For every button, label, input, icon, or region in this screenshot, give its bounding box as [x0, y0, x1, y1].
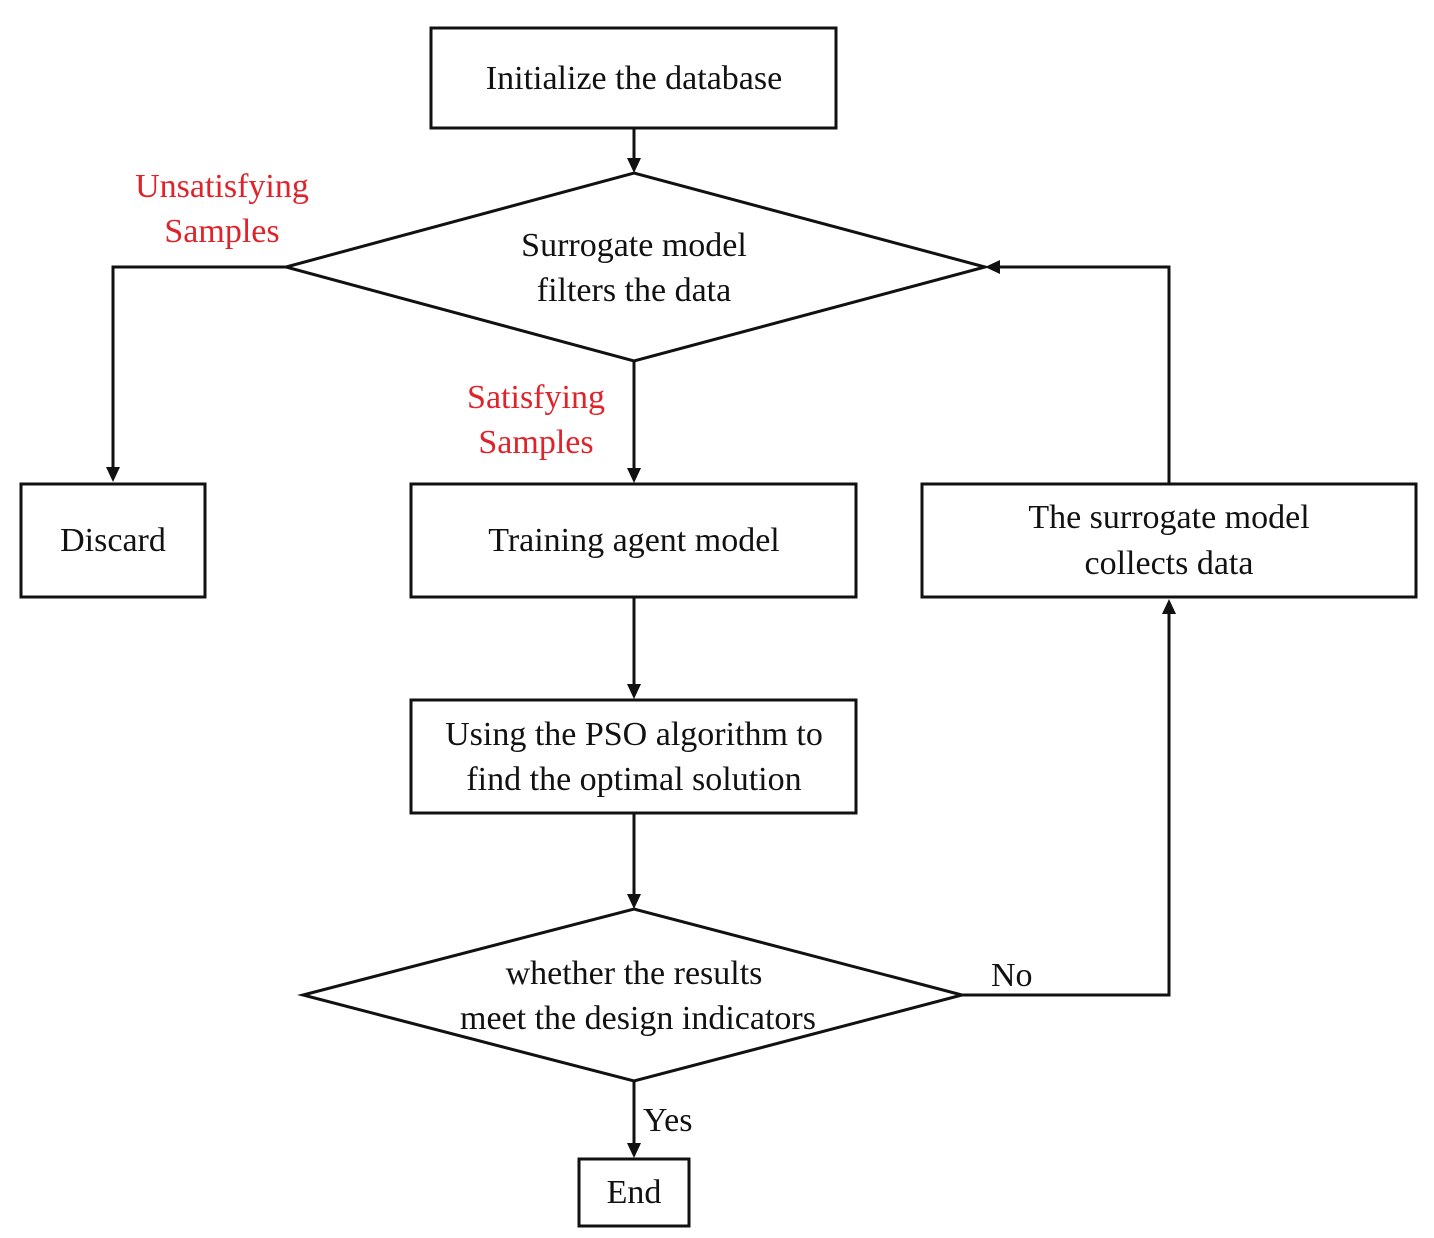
node-check-decision: whether the results meet the design indi… [297, 907, 968, 1083]
node-train: Training agent model [409, 482, 858, 599]
branch-label-satisfying-line-1: Satisfying [467, 379, 605, 416]
node-collect: The surrogate model collects data [920, 482, 1418, 599]
node-collect-line-2: collects data [1085, 545, 1254, 582]
node-filter-decision: Surrogate model filters the data [280, 171, 991, 363]
node-discard-line-1: Discard [60, 522, 166, 559]
nodes: Initialize the database Surrogate model … [19, 26, 1418, 1228]
node-pso-line-2: find the optimal solution [466, 761, 801, 798]
node-check-line-1: whether the results [506, 955, 763, 992]
node-collect-line-1: The surrogate model [1028, 499, 1309, 536]
edge-collect-to-filter [985, 260, 1171, 484]
edge-filter-to-discard [106, 265, 286, 482]
branch-label-satisfying-line-2: Samples [478, 424, 593, 461]
node-check-line-2: meet the design indicators [460, 1000, 816, 1037]
node-discard: Discard [19, 482, 207, 599]
node-filter-line-1: Surrogate model [521, 227, 747, 264]
node-end: End [577, 1157, 691, 1228]
edge-check-to-collect [962, 599, 1176, 997]
edge-filter-to-train [627, 361, 641, 483]
node-pso-line-1: Using the PSO algorithm to [445, 716, 823, 753]
branch-label-yes: Yes [643, 1102, 692, 1139]
node-train-line-1: Training agent model [488, 522, 780, 559]
node-pso: Using the PSO algorithm to find the opti… [409, 698, 858, 815]
edges [106, 128, 1176, 1158]
branch-label-no: No [991, 957, 1033, 994]
edge-train-to-pso [627, 597, 641, 699]
branch-label-unsatisfying-line-2: Samples [164, 213, 279, 250]
branch-label-unsatisfying-line-1: Unsatisfying [135, 168, 309, 205]
edge-check-to-end [627, 1081, 641, 1158]
node-initialize: Initialize the database [429, 26, 838, 130]
edge-pso-to-check [627, 813, 641, 909]
edge-initialize-to-filter [627, 128, 641, 173]
node-filter-line-2: filters the data [537, 272, 731, 309]
node-end-line-1: End [607, 1174, 662, 1211]
node-initialize-line-1: Initialize the database [486, 60, 782, 97]
branch-labels: Unsatisfying Samples Satisfying Samples … [135, 168, 1032, 1139]
